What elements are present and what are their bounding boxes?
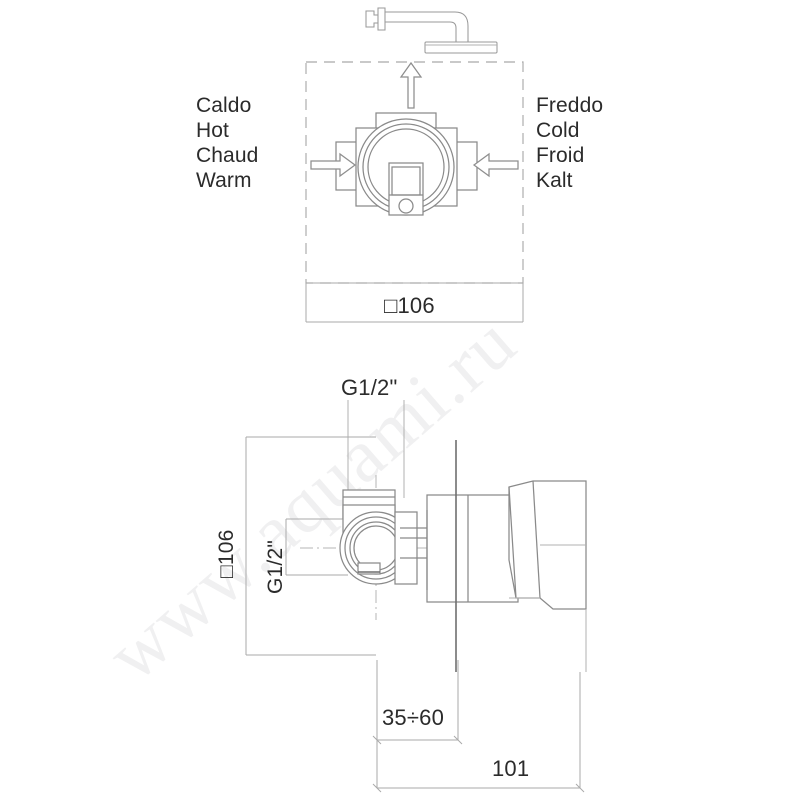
wall-depth-label: 35÷60	[382, 705, 445, 730]
side-port-leader	[285, 518, 348, 576]
total-length-label: 101	[492, 756, 530, 781]
shower-arm-assembly	[365, 7, 498, 54]
side-view-top-thread-label: G1/2"	[341, 375, 398, 400]
top-dimension-box	[305, 282, 524, 323]
valve-body-front	[335, 112, 478, 216]
inlet-valve-body	[339, 489, 438, 585]
cold-label-freddo: Freddo	[536, 94, 604, 117]
side-view-side-thread-label: G1/2"	[264, 540, 287, 594]
side-view-height-label: □106	[215, 529, 238, 578]
hot-label-caldo: Caldo	[196, 94, 252, 117]
hot-label-chaud: Chaud	[196, 144, 259, 167]
hot-label-hot: Hot	[196, 119, 229, 142]
arrow-right-icon	[310, 152, 357, 178]
wall-depth-dimension	[372, 660, 463, 745]
total-length-dimension	[372, 672, 585, 793]
top-view-width-dimension: □106	[384, 293, 435, 318]
arrow-left-icon	[472, 152, 519, 178]
escutcheon-handle	[508, 480, 587, 610]
top-port-leader	[347, 400, 405, 498]
arrow-up-icon	[399, 61, 423, 109]
cold-label-kalt: Kalt	[536, 169, 573, 192]
cold-label-froid: Froid	[536, 144, 585, 167]
side-height-dimension-frame	[245, 436, 376, 656]
hot-label-warm: Warm	[196, 169, 252, 192]
cartridge-housing	[426, 494, 519, 603]
flow-arrows	[310, 61, 519, 178]
cold-label-cold: Cold	[536, 119, 580, 142]
